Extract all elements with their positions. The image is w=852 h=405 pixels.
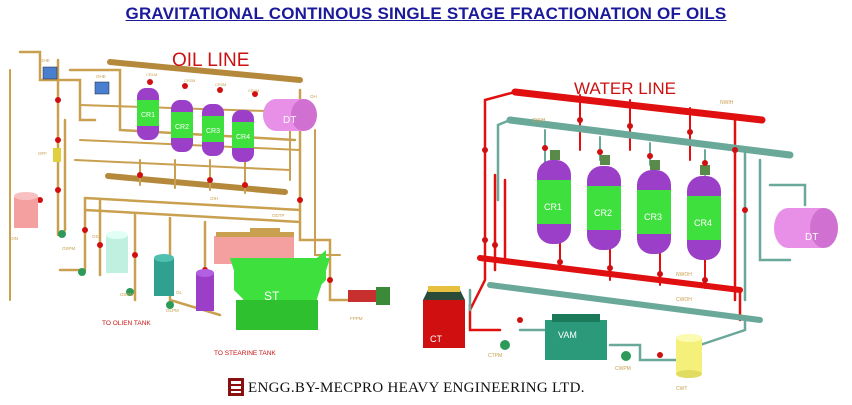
to-olien-tank-label: TO OLIEN TANK <box>102 320 151 327</box>
oil-cr2m-tag: CR2M <box>184 78 195 83</box>
oih-pipe-label: OIH <box>210 196 218 201</box>
ct-label: CT <box>430 334 442 344</box>
cwih-label: CWIH <box>532 118 546 124</box>
st-label: ST <box>264 289 280 303</box>
diagram-title: GRAVITATIONAL CONTINOUS SINGLE STAGE FRA… <box>125 4 727 23</box>
oil-crystallizer-tags: CR1M CR2M CR3M CR4M <box>146 72 259 93</box>
water-crystallizers: CR1 CR2 CR3 CR4 <box>537 160 721 260</box>
fppm-label: FPPM <box>350 316 363 321</box>
oil-small-labels: OHE OHE OFF OIN OSPM OS OSPM OL OLPM FPP… <box>10 58 363 321</box>
water-dt-label: DT <box>805 232 818 243</box>
water-crystallizer-cr4: CR4 <box>687 176 721 260</box>
ospm-label-1: OSPM <box>62 246 76 251</box>
oil-pipe-network <box>9 50 362 317</box>
water-crystallizer-cr1: CR1 <box>537 160 571 244</box>
footer: ENGG.BY-MECPRO HEAVY ENGINEERING LTD. <box>228 378 628 400</box>
oil-cr4m-tag: CR4M <box>248 88 259 93</box>
water-valves <box>482 117 748 358</box>
water-line-heading: WATER LINE <box>574 79 676 98</box>
oil-filter-pump <box>348 287 390 305</box>
off-label: OFF <box>38 151 47 156</box>
olpm-label: OLPM <box>166 308 179 313</box>
odtp-label: ODTP <box>272 213 285 218</box>
oil-pumps <box>58 230 174 309</box>
oil-crystallizer-cr4: CR4 <box>232 110 254 162</box>
ohe-label-2: OHE <box>96 74 106 79</box>
vam-unit: VAM <box>545 314 607 360</box>
oil-storage-tanks <box>106 231 214 311</box>
mecpro-logo <box>228 378 244 396</box>
os-label: OS <box>92 234 99 239</box>
ol-label: OL <box>176 290 183 295</box>
ohe-label-1: OHE <box>40 58 50 63</box>
water-pumps <box>500 340 631 361</box>
water-cr4-label: CR4 <box>694 218 712 228</box>
oil-dt-label: DT <box>283 115 296 126</box>
oin-label: OIN <box>10 236 18 241</box>
footer-credit: ENGG.BY-MECPRO HEAVY ENGINEERING LTD. <box>248 380 585 396</box>
oil-cr3m-tag: CR3M <box>215 82 226 87</box>
nwoh-label: NWOH <box>676 272 692 278</box>
oh-label: OH <box>310 94 317 99</box>
oil-cr1m-tag: CR1M <box>146 72 157 77</box>
oil-crystallizer-cr3: CR3 <box>202 104 224 156</box>
water-small-labels: NWIH CWIH NWOH CWOH CTPM CWPM CWT <box>488 100 734 392</box>
oil-crystallizer-cr1: CR1 <box>137 88 159 140</box>
vam-label: VAM <box>558 330 577 340</box>
cwoh-label: CWOH <box>676 297 692 303</box>
water-crystallizer-cr2: CR2 <box>587 166 621 250</box>
oil-line-heading: OIL LINE <box>172 50 249 71</box>
oil-crystallizers: CR1 CR2 CR3 CR4 <box>137 88 254 162</box>
ctpm-label: CTPM <box>488 353 502 359</box>
oil-feed-tank <box>14 192 38 228</box>
oil-cr2-label: CR2 <box>175 124 189 131</box>
cwt-tank <box>676 334 702 378</box>
ospm-label-2: OSPM <box>120 292 134 297</box>
water-dt-tank: DT <box>774 208 838 248</box>
ct-cooling-tower: CT <box>423 286 465 348</box>
water-hot-pipes <box>468 88 766 332</box>
oil-dt-tank: DT <box>263 99 317 131</box>
oil-cr1-label: CR1 <box>141 112 155 119</box>
to-stearine-tank-label: TO STEARINE TANK <box>214 350 276 357</box>
water-line-section: CR1 CR2 CR3 CR4 <box>423 79 838 392</box>
water-cr3-label: CR3 <box>644 212 662 222</box>
oil-cr3-label: CR3 <box>206 128 220 135</box>
oil-st-tank: ST <box>214 228 330 330</box>
water-cr1-label: CR1 <box>544 202 562 212</box>
oil-cr4-label: CR4 <box>236 134 250 141</box>
oil-line-section: CR1 CR2 CR3 CR4 CR1M CR2M CR3M CR4 <box>9 50 390 357</box>
water-crystallizer-cr3: CR3 <box>637 170 671 254</box>
water-cr2-label: CR2 <box>594 208 612 218</box>
water-crystallizer-motors <box>550 150 710 175</box>
oil-heat-exchangers <box>42 66 110 162</box>
cwt-label: CWT <box>676 386 687 392</box>
cwpm-label: CWPM <box>615 366 631 372</box>
oil-crystallizer-cr2: CR2 <box>171 100 193 152</box>
nwih-label: NWIH <box>720 100 734 106</box>
